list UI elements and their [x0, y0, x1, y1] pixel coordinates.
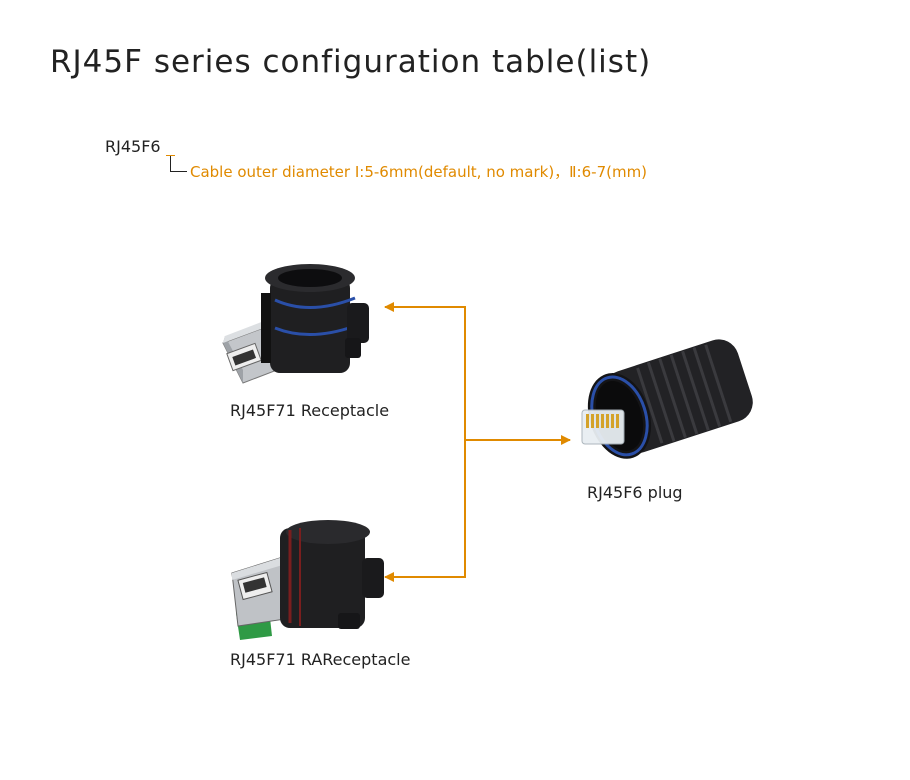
plug-label: RJ45F6 plug: [587, 483, 683, 502]
code-bracket-tick: [166, 155, 175, 156]
cable-diameter-note: Cable outer diameter Ⅰ:5-6mm(default, no…: [190, 163, 648, 181]
line-to-ra-receptacle: [384, 440, 466, 582]
line-to-receptacle: [384, 302, 466, 440]
plug-image: [578, 322, 758, 472]
code-bracket: [170, 155, 187, 172]
receptacle-image: [215, 258, 375, 393]
ra-receptacle-label: RJ45F71 RAReceptacle: [230, 650, 411, 669]
ra-receptacle-image: [228, 518, 388, 643]
receptacle-label: RJ45F71 Receptacle: [230, 401, 390, 420]
model-code: RJ45F6: [105, 137, 161, 156]
page-title: RJ45F series configuration table(list): [50, 44, 652, 80]
